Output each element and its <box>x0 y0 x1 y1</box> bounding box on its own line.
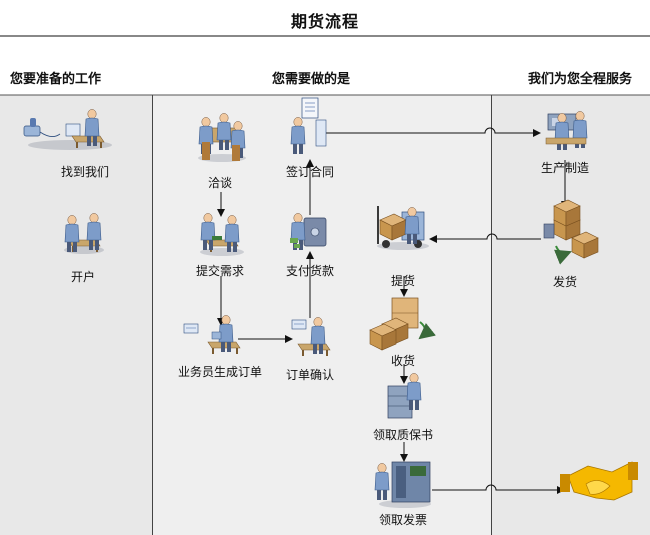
submit-request-icon <box>200 212 244 256</box>
receive-goods-icon <box>369 297 436 351</box>
open-account-icon <box>64 212 104 254</box>
column-todo <box>153 95 491 535</box>
arrow-invoice-deal <box>432 484 565 494</box>
arrow-contract-production <box>325 127 541 137</box>
node-label-ship: 发货 <box>552 275 578 289</box>
node-label-invoice: 领取发票 <box>378 513 428 527</box>
find-us-icon <box>23 108 112 150</box>
node-label-pick-up: 提货 <box>390 274 416 288</box>
column-header-prepare: 您要准备的工作 <box>10 72 102 87</box>
node-label-find-us: 找到我们 <box>60 165 110 179</box>
confirm-order-icon <box>291 316 331 357</box>
node-label-confirm-order: 订单确认 <box>285 368 335 382</box>
node-label-open-account: 开户 <box>70 270 96 284</box>
column-header-service: 我们为您全程服务 <box>528 72 633 87</box>
node-label-sign-contract: 签订合同 <box>285 165 335 179</box>
column-service <box>492 95 650 535</box>
invoice-icon <box>374 461 431 508</box>
node-label-salesperson-order: 业务员生成订单 <box>177 365 263 379</box>
negotiate-icon <box>198 112 246 162</box>
column-prepare <box>0 95 152 535</box>
arrow-ship-pickup <box>429 233 541 243</box>
warranty-icon <box>387 372 422 419</box>
node-label-receive-goods: 收货 <box>390 354 416 368</box>
node-label-warranty: 领取质保书 <box>372 428 434 442</box>
sign-contract-icon <box>290 97 327 155</box>
node-label-submit-request: 提交需求 <box>195 264 245 278</box>
handshake-icon <box>560 461 638 501</box>
column-header-todo: 您需要做的是 <box>272 72 351 87</box>
node-label-negotiate: 洽谈 <box>207 176 233 190</box>
pick-up-icon <box>377 206 429 250</box>
node-label-pay-goods: 支付货款 <box>285 264 335 278</box>
page-title: 期货流程 <box>290 12 359 31</box>
ship-icon <box>543 199 599 265</box>
node-label-production: 生产制造 <box>540 161 590 175</box>
pay-goods-icon <box>290 212 327 251</box>
salesperson-order-icon <box>183 314 241 355</box>
production-icon <box>545 110 588 151</box>
